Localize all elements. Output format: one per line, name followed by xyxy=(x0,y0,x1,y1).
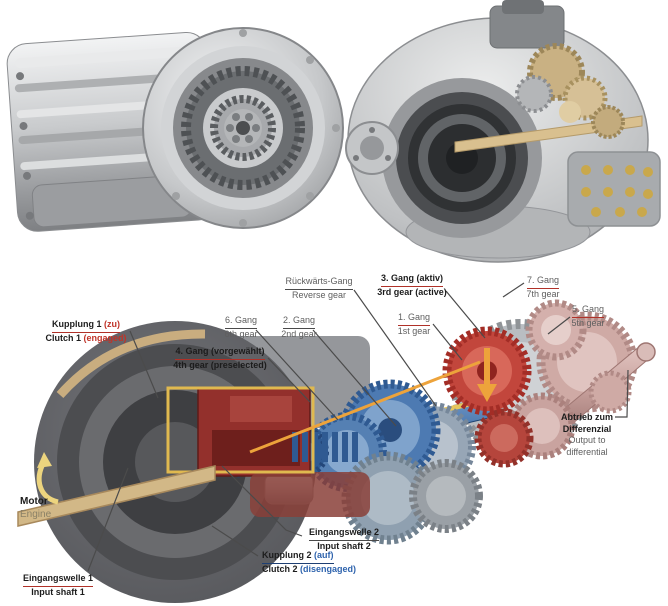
gang7-en: 7th gear xyxy=(526,288,560,299)
clutch-lower-housing xyxy=(250,472,370,517)
clutch-drum xyxy=(382,78,542,238)
dsg-diagram xyxy=(17,282,656,603)
gang2-de: 2. Gang xyxy=(282,315,316,329)
photo-automatic-transmission xyxy=(6,27,344,232)
gear-red-small xyxy=(474,408,534,468)
label-5th-gear: 5. Gang 5th gear xyxy=(566,304,610,329)
clutch-assembly xyxy=(166,386,370,517)
eingangswelle2-de: Eingangswelle 2 xyxy=(308,527,380,541)
eingangswelle1-en: Input shaft 1 xyxy=(31,586,85,597)
clutch1-en: Clutch 1 xyxy=(45,332,81,343)
input-flange xyxy=(345,121,399,175)
label-input-shaft-2: Eingangswelle 2 Input shaft 2 xyxy=(303,527,385,552)
clutch2-de-state: (auf) xyxy=(314,550,334,560)
leader-gang6 xyxy=(255,329,339,421)
clutch2-en: Clutch 2 xyxy=(262,563,298,574)
gang3-de: 3. Gang (aktiv) xyxy=(380,273,443,287)
power-flow-outline xyxy=(166,386,315,474)
leader-eingangswelle2 xyxy=(221,465,303,537)
clutch2-blue-fins xyxy=(292,432,358,462)
leader-gang5 xyxy=(547,316,571,335)
gang1-en: 1st gear xyxy=(397,325,431,336)
motor-en: Engine xyxy=(20,509,52,520)
gang5-de: 5. Gang xyxy=(571,304,605,318)
leader-gang4 xyxy=(267,357,311,403)
mechatronics-module xyxy=(567,151,661,227)
label-clutch1: Kupplung 1 (zu) Clutch 1 (engaged) xyxy=(40,319,132,344)
leader-eingangswelle1 xyxy=(87,467,129,572)
label-6th-gear: 6. Gang 6th gear xyxy=(219,315,263,340)
eingangswelle2-en: Input shaft 2 xyxy=(317,540,371,551)
label-clutch2: Kupplung 2 (auf) Clutch 2 (disengaged) xyxy=(262,550,366,575)
leader-gang3 xyxy=(445,290,486,339)
abtrieb-de1: Abtrieb zum xyxy=(560,412,613,422)
gang2-en: 2nd gear xyxy=(281,328,317,339)
label-engine: Motor Engine xyxy=(20,495,66,521)
leader-reverse xyxy=(353,289,437,407)
abtrieb-en1: Output to xyxy=(568,435,606,446)
power-flow xyxy=(249,348,497,454)
leader-kupplung1 xyxy=(129,330,159,399)
gear-grey-bottom xyxy=(409,459,483,533)
reverse-de: Rückwärts-Gang xyxy=(285,276,353,290)
leader-gang1 xyxy=(432,323,463,361)
torque-converter-bell xyxy=(142,27,344,229)
gear-pink-5th xyxy=(525,299,587,361)
power-flow-arrowhead-icon xyxy=(477,384,497,402)
clutch2-dark-housing xyxy=(212,430,300,466)
clutch2-de: Kupplung 2 xyxy=(262,550,312,560)
reverse-en: Reverse gear xyxy=(291,289,347,300)
gang1-de: 1. Gang xyxy=(397,312,431,326)
label-output-differential: Abtrieb zum Differenzial Output to diffe… xyxy=(552,412,622,459)
gang5-en: 5th gear xyxy=(571,317,605,328)
leader-kupplung2 xyxy=(211,525,259,557)
clutch1-de: Kupplung 1 xyxy=(51,319,102,329)
engine-arrow-head-icon xyxy=(37,452,52,468)
gear-train-cutaway xyxy=(454,43,643,153)
gang7-de: 7. Gang xyxy=(526,275,560,289)
leader-gang2 xyxy=(312,329,397,427)
leader-lines xyxy=(87,282,629,572)
gang6-en: 6th gear xyxy=(224,328,258,339)
power-flow-line xyxy=(249,360,481,454)
gear-pink-reverse xyxy=(588,370,632,414)
label-7th-gear: 7. Gang 7th gear xyxy=(521,275,565,300)
motor-de: Motor xyxy=(20,496,48,507)
abtrieb-de2: Differenzial xyxy=(562,423,612,434)
label-4th-gear: 4. Gang (vorgewählt) 4th gear (preselect… xyxy=(168,346,272,371)
photo-dsg-cutaway xyxy=(345,0,661,263)
label-input-shaft-1: Eingangswelle 1 Input shaft 1 xyxy=(12,573,104,598)
clutch1-en-state: (engaged) xyxy=(83,332,127,343)
clutch1-de-state: (zu) xyxy=(104,319,120,329)
label-2nd-gear: 2. Gang 2nd gear xyxy=(277,315,321,340)
eingangswelle1-de: Eingangswelle 1 xyxy=(22,573,94,587)
leader-abtrieb xyxy=(615,369,629,418)
leader-gang7 xyxy=(502,282,525,298)
label-1st-gear: 1. Gang 1st gear xyxy=(392,312,436,337)
housing-rim-tan xyxy=(56,329,206,398)
gang4-en: 4th gear (preselected) xyxy=(173,359,267,370)
gang3-en: 3rd gear (active) xyxy=(377,286,447,297)
gang6-de: 6. Gang xyxy=(224,315,258,329)
label-reverse-gear: Rückwärts-Gang Reverse gear xyxy=(282,276,356,301)
clutch1-plates xyxy=(230,396,292,422)
gang4-de: 4. Gang (vorgewählt) xyxy=(175,346,265,360)
abtrieb-en2: differential xyxy=(566,447,608,458)
clutch2-en-state: (disengaged) xyxy=(300,563,357,574)
label-3rd-gear: 3. Gang (aktiv) 3rd gear (active) xyxy=(374,273,450,298)
